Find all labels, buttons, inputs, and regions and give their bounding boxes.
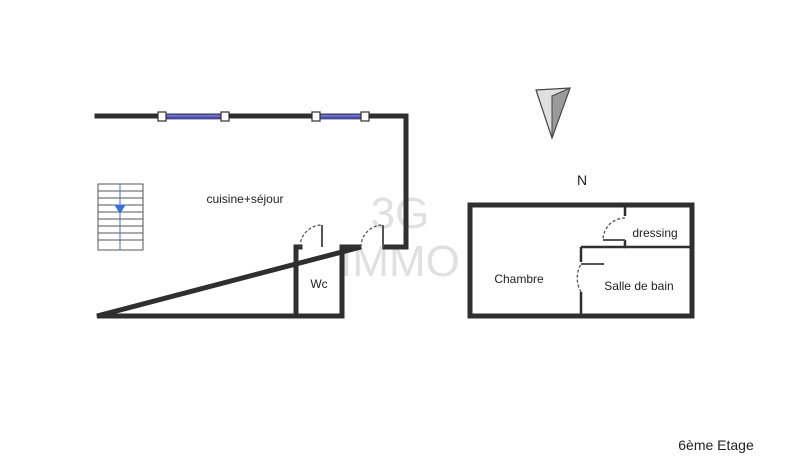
window-frame <box>360 111 370 122</box>
room-label-salle-de-bain: Salle de bain <box>604 279 673 293</box>
window-frame <box>157 111 167 122</box>
left-unit <box>94 113 409 319</box>
watermark: 3G IMMO <box>340 189 460 286</box>
bath-door-swing <box>576 263 582 293</box>
room-label-wc: Wc <box>310 277 327 291</box>
dressing-door-swing <box>602 217 626 241</box>
compass: N <box>535 87 587 188</box>
left-unit-outer-wall <box>94 113 409 319</box>
room-label-cuisine-sejour: cuisine+séjour <box>206 192 283 206</box>
window-frame <box>311 111 321 122</box>
floor-label: 6ème Etage <box>678 437 754 453</box>
right-unit-doors <box>576 217 626 293</box>
bath-wall <box>579 245 625 316</box>
wc-wall <box>293 244 303 319</box>
room-label-dressing: dressing <box>632 226 677 240</box>
stair-arrow-icon <box>114 204 126 214</box>
watermark-line-2: IMMO <box>340 237 460 286</box>
right-unit-partitions <box>579 205 692 316</box>
compass-north-label: N <box>577 172 587 188</box>
wc-door-swing <box>299 224 323 248</box>
entry-door-swing <box>360 224 384 248</box>
watermark-line-1: 3G <box>371 189 430 238</box>
left-unit-doors <box>299 224 384 248</box>
top-windows <box>157 111 370 122</box>
window-frame <box>220 111 230 122</box>
staircase <box>97 183 144 251</box>
room-label-chambre: Chambre <box>494 272 544 286</box>
